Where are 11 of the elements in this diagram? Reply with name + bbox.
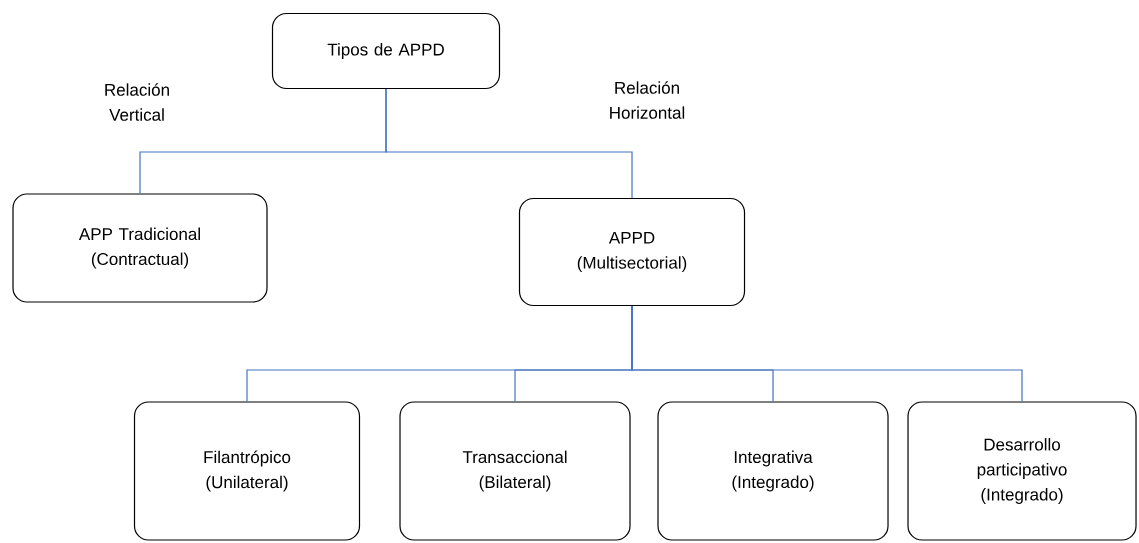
- process-box: APP Tradicional (Contractual): [12, 193, 268, 303]
- process-box: Integrativa (Integrado): [657, 401, 889, 541]
- connector-line: [631, 305, 1023, 402]
- process-box: Tipos de APPD: [271, 12, 501, 90]
- process-box: Desarrollo participativo (Integrado): [907, 401, 1137, 541]
- relation-label: Relación Horizontal: [610, 81, 685, 119]
- relation-label: Relación Vertical: [105, 83, 169, 121]
- process-box: Filantrópico (Unilateral): [133, 401, 361, 541]
- process-box: APPD (Multisectorial): [518, 197, 746, 307]
- process-box: Transaccional (Bilateral): [399, 401, 631, 541]
- connector-line: [385, 88, 633, 199]
